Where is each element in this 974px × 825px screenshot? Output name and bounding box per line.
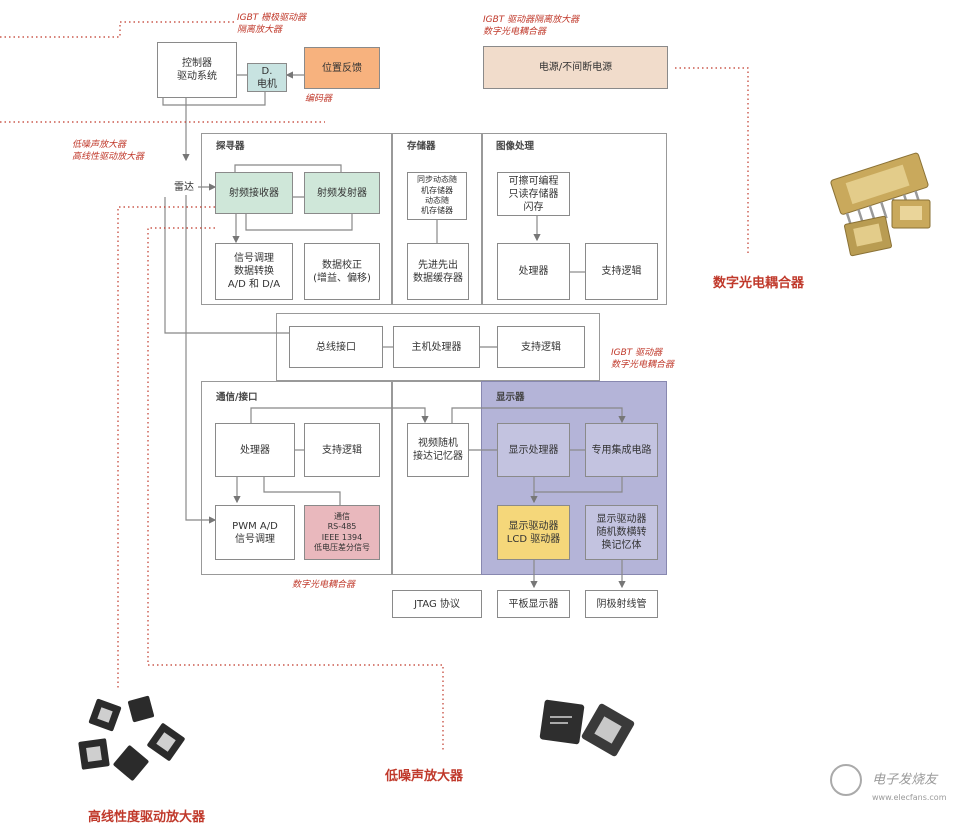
note-encoder: 编码器 bbox=[305, 94, 333, 104]
opto-coupler-chips-image bbox=[830, 152, 931, 257]
watermark-logo-icon bbox=[830, 764, 862, 796]
comm-support-logic-block: 支持逻辑 bbox=[304, 423, 380, 477]
comm-label: 通信/接口 bbox=[216, 392, 258, 403]
rf-transmitter-block: 射频发射器 bbox=[304, 172, 380, 214]
note-igbt-iso: IGBT 驱动器隔离放大器 数字光电耦合器 bbox=[483, 15, 580, 37]
watermark-brand: 电子发烧友 bbox=[830, 764, 937, 796]
controller-block: 控制器 驱动系统 bbox=[157, 42, 237, 98]
note-lna-top: 低噪声放大器 高线性驱动放大器 bbox=[72, 140, 145, 162]
motor-block: D. 电机 bbox=[247, 63, 287, 92]
lcd-driver-block: 显示驱动器 LCD 驱动器 bbox=[497, 505, 570, 560]
host-support-logic-block: 支持逻辑 bbox=[497, 326, 585, 368]
host-frame bbox=[276, 313, 600, 381]
video-ram-block: 视频随机 接达记忆器 bbox=[407, 423, 469, 477]
storage-frame bbox=[392, 133, 482, 305]
host-processor-block: 主机处理器 bbox=[393, 326, 480, 368]
display-processor-block: 显示处理器 bbox=[497, 423, 570, 477]
sdram-block: 同步动态随 机存储器 动态随 机存储器 bbox=[407, 172, 467, 220]
comm-processor-block: 处理器 bbox=[215, 423, 295, 477]
display-label: 显示器 bbox=[496, 392, 525, 403]
crt-block: 阴极射线管 bbox=[585, 590, 658, 618]
product-label-lna: 低噪声放大器 bbox=[385, 769, 464, 784]
comm-frame bbox=[201, 381, 392, 575]
pwm-block: PWM A/D 信号调理 bbox=[215, 505, 295, 560]
product-label-hld: 高线性度驱动放大器 bbox=[88, 810, 206, 825]
storage-label: 存储器 bbox=[407, 141, 436, 152]
comm-standards-block: 通信 RS-485 IEEE 1394 低电压差分信号 bbox=[304, 505, 380, 560]
asic-block: 专用集成电路 bbox=[585, 423, 658, 477]
watermark-url: www.elecfans.com bbox=[872, 793, 947, 802]
jtag-block: JTAG 协议 bbox=[392, 590, 482, 618]
rf-receiver-block: 射频接收器 bbox=[215, 172, 293, 214]
image-support-logic-block: 支持逻辑 bbox=[585, 243, 658, 300]
eprom-flash-block: 可擦可编程 只读存储器 闪存 bbox=[497, 172, 570, 216]
signal-conditioning-block: 信号调理 数据转换 A/D 和 D/A bbox=[215, 243, 293, 300]
image-label: 图像处理 bbox=[496, 141, 535, 152]
radar-label: 雷达 bbox=[174, 181, 194, 193]
low-noise-amplifier-chips-image bbox=[539, 699, 635, 757]
fifo-block: 先进先出 数据缓存器 bbox=[407, 243, 469, 300]
image-frame bbox=[482, 133, 667, 305]
power-ups-block: 电源/不间断电源 bbox=[483, 46, 668, 89]
seeker-frame bbox=[201, 133, 392, 305]
image-processor-block: 处理器 bbox=[497, 243, 570, 300]
flat-panel-block: 平板显示器 bbox=[497, 590, 570, 618]
note-igbt-drv: IGBT 驱动器 数字光电耦合器 bbox=[611, 348, 675, 370]
bus-interface-block: 总线接口 bbox=[289, 326, 383, 368]
display-driver-ram-block: 显示驱动器 随机数横转 换记忆体 bbox=[585, 505, 658, 560]
note-opto-bottom: 数字光电耦合器 bbox=[292, 580, 356, 590]
data-calibration-block: 数据校正 (增益、偏移) bbox=[304, 243, 380, 300]
product-label-opto: 数字光电耦合器 bbox=[713, 276, 805, 291]
high-linearity-amplifier-chips-image bbox=[78, 695, 185, 781]
note-igbt-gate: IGBT 栅极驱动器 隔离放大器 bbox=[237, 13, 307, 35]
position-feedback-block: 位置反馈 bbox=[304, 47, 380, 89]
seeker-label: 探寻器 bbox=[216, 141, 245, 152]
